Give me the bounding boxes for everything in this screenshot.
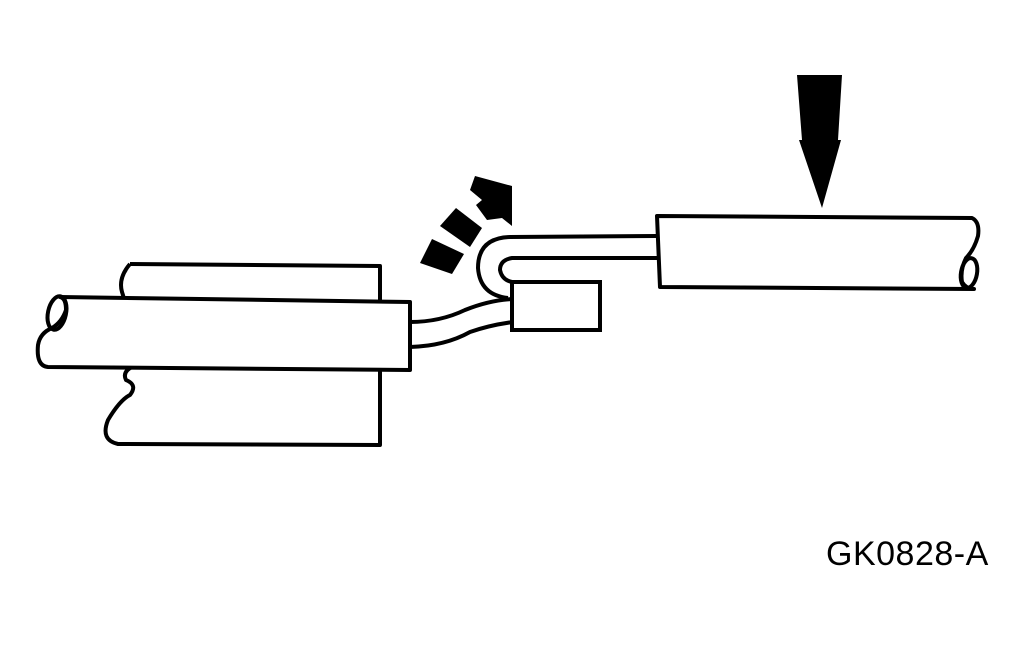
- right-tube: [655, 214, 981, 291]
- connector-block: [510, 280, 602, 332]
- figure-id-label: GK0828-A: [826, 535, 989, 573]
- down-arrow-icon: [797, 75, 842, 208]
- connector-wire: [409, 297, 514, 349]
- hairpin-bend: [475, 234, 658, 300]
- curved-arrow-icon: [420, 176, 512, 274]
- left-tube: [35, 294, 412, 372]
